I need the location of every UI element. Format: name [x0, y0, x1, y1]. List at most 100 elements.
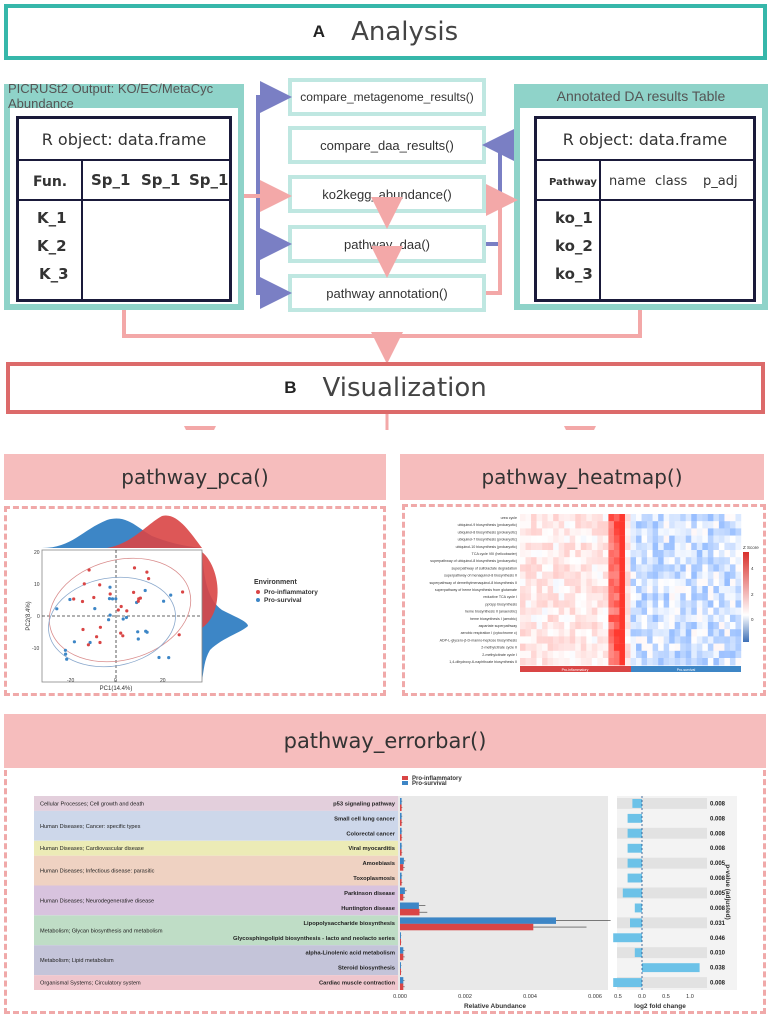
- heatmap-row-label: ubiquinol-9 biosynthesis (prokaryotic): [458, 523, 517, 527]
- heatmap-cell: [691, 629, 697, 637]
- heatmap-cell: [608, 593, 615, 601]
- heatmap-cell: [569, 528, 576, 536]
- heatmap-cell: [536, 514, 543, 522]
- heatmap-cell: [691, 614, 697, 623]
- heatmap-cell: [553, 600, 559, 608]
- heatmap-cell: [735, 650, 742, 659]
- heatmap-cell: [724, 614, 731, 623]
- heatmap-cell: [658, 557, 664, 565]
- heatmap-cell: [580, 535, 587, 543]
- heatmap-cell: [696, 650, 703, 659]
- heatmap-cell: [713, 636, 720, 644]
- heatmap-cell: [718, 650, 725, 659]
- heatmap-cell: [669, 636, 675, 644]
- heatmap-cell: [525, 593, 532, 601]
- heatmap-cell: [685, 557, 692, 565]
- heatmap-cell: [619, 629, 626, 637]
- heatmap-cell: [729, 650, 736, 659]
- pca-point: [95, 635, 99, 639]
- heatmap-cell: [658, 550, 664, 558]
- heatmap-cell: [624, 607, 631, 615]
- heatmap-cell: [558, 643, 565, 651]
- heatmap-cell: [613, 658, 620, 666]
- right-row-2: ko_3: [555, 265, 593, 283]
- heatmap-cell: [597, 593, 604, 601]
- heatmap-cell: [597, 557, 604, 565]
- heatmap-cell: [569, 578, 576, 587]
- heatmap-cell: [591, 542, 598, 551]
- errorbar-class-band: [34, 796, 398, 811]
- heatmap-cell: [652, 622, 659, 630]
- heatmap-cell: [658, 614, 664, 623]
- heatmap-cell: [713, 571, 720, 579]
- heatmap-cell: [652, 614, 659, 623]
- heatmap-cell: [713, 557, 720, 565]
- heatmap-cell: [641, 521, 648, 529]
- heatmap-cell: [586, 650, 593, 659]
- heatmap-cell: [647, 564, 653, 572]
- heatmap-cell: [536, 528, 543, 536]
- heatmap-cell: [729, 658, 736, 666]
- heatmap-cell: [608, 614, 615, 623]
- heatmap-cell: [630, 614, 637, 623]
- heatmap-cell: [707, 542, 714, 551]
- heatmap-cell: [680, 607, 686, 615]
- heatmap-cell: [685, 629, 692, 637]
- heatmap-cell: [575, 622, 581, 630]
- errorbar-pathway-label: Huntington disease: [341, 906, 396, 912]
- heatmap-cell: [619, 521, 626, 529]
- heatmap-legend-tick-1: 2: [751, 592, 754, 597]
- heatmap-cell: [536, 622, 543, 630]
- heatmap-cell: [713, 564, 720, 572]
- errorbar-fc-bar: [627, 813, 642, 823]
- heatmap-cell: [613, 586, 620, 594]
- errorbar-fc-bar: [642, 963, 700, 973]
- heatmap-cell: [658, 521, 664, 529]
- heatmap-cell: [536, 629, 543, 637]
- heatmap-cell: [652, 600, 659, 608]
- heatmap-cell: [531, 614, 537, 623]
- heatmap-cell: [608, 550, 615, 558]
- heatmap-cell: [597, 578, 604, 587]
- heatmap-cell: [547, 636, 554, 644]
- heatmap-cell: [702, 535, 709, 543]
- heatmap-cell: [707, 643, 714, 651]
- heatmap-cell: [630, 564, 637, 572]
- heatmap-cell: [641, 607, 648, 615]
- heatmap-cell: [636, 542, 642, 551]
- heatmap-cell: [641, 542, 648, 551]
- heatmap-cell: [520, 528, 526, 536]
- heatmap-cell: [718, 622, 725, 630]
- heatmap-cell: [624, 622, 631, 630]
- heatmap-group-0: Pro-inflammatory: [562, 668, 589, 672]
- pca-ylabel: PC2(8.4%): [26, 601, 32, 630]
- heatmap-cell: [542, 571, 548, 579]
- heatmap-cell: [569, 542, 576, 551]
- heatmap-cell: [696, 607, 703, 615]
- heatmap-cell: [685, 542, 692, 551]
- heatmap-cell: [586, 514, 593, 522]
- heatmap-cell: [702, 636, 709, 644]
- heatmap-cell: [663, 528, 670, 536]
- heatmap-cell: [641, 557, 648, 565]
- heatmap-cell: [658, 636, 664, 644]
- section-b-letter: B: [284, 378, 297, 397]
- heatmap-cell: [680, 550, 686, 558]
- heatmap-cell: [647, 629, 653, 637]
- errorbar-bar-inflammatory: [400, 804, 402, 811]
- heatmap-cell: [663, 514, 670, 522]
- heatmap-cell: [542, 593, 548, 601]
- errorbar-bar-survival: [400, 947, 404, 954]
- heatmap-cell: [663, 650, 670, 659]
- heatmap-cell: [591, 650, 598, 659]
- heatmap-cell: [641, 578, 648, 587]
- heatmap-cell: [575, 550, 581, 558]
- heatmap-cell: [547, 643, 554, 651]
- heatmap-cell: [569, 535, 576, 543]
- left-row-1: K_2: [37, 237, 67, 255]
- heatmap-cell: [636, 557, 642, 565]
- pca-point: [162, 599, 166, 603]
- heatmap-cell: [658, 564, 664, 572]
- heatmap-cell: [636, 564, 642, 572]
- heatmap-cell: [575, 607, 581, 615]
